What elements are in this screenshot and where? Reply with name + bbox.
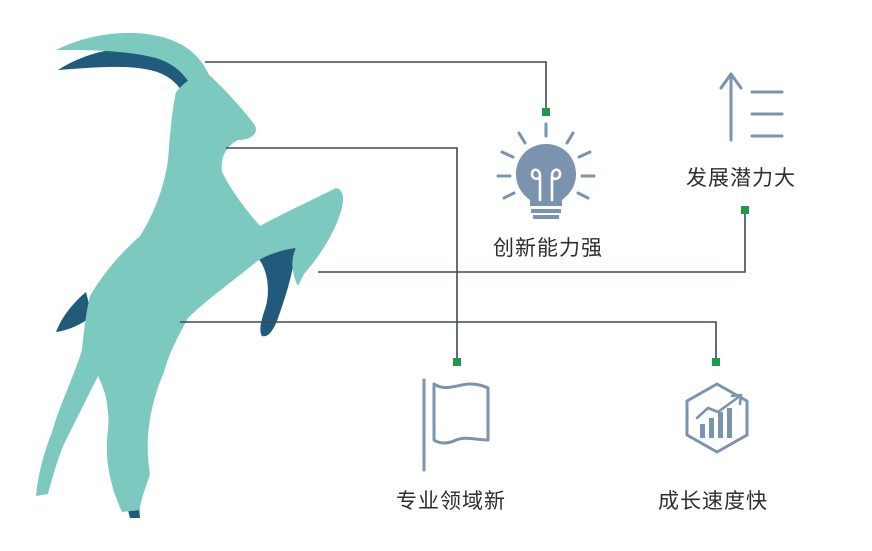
goat-far-front-leg	[252, 236, 296, 337]
node-potential	[741, 206, 749, 214]
label-innovation: 创新能力强	[493, 236, 603, 260]
connector-nodes	[453, 108, 749, 366]
up-arrow-lines-icon	[719, 72, 784, 142]
goat-illustration	[36, 32, 343, 518]
goat-tail	[56, 292, 92, 332]
connector-growth	[180, 321, 717, 362]
connector-expertise	[226, 147, 458, 362]
label-expertise: 专业领域新	[396, 489, 506, 513]
flag-icon	[422, 378, 490, 472]
growth-chart-icon	[685, 382, 749, 454]
node-growth	[712, 358, 720, 366]
node-expertise	[453, 358, 461, 366]
label-growth: 成长速度快	[658, 489, 768, 513]
connector-potential	[318, 210, 746, 273]
lightbulb-icon	[496, 122, 596, 219]
label-potential: 发展潜力大	[686, 166, 796, 190]
connector-lines	[180, 61, 746, 362]
connector-innovation	[205, 61, 547, 112]
goat-front-horn	[56, 32, 214, 98]
goat-body	[36, 72, 343, 512]
node-innovation	[542, 108, 550, 116]
